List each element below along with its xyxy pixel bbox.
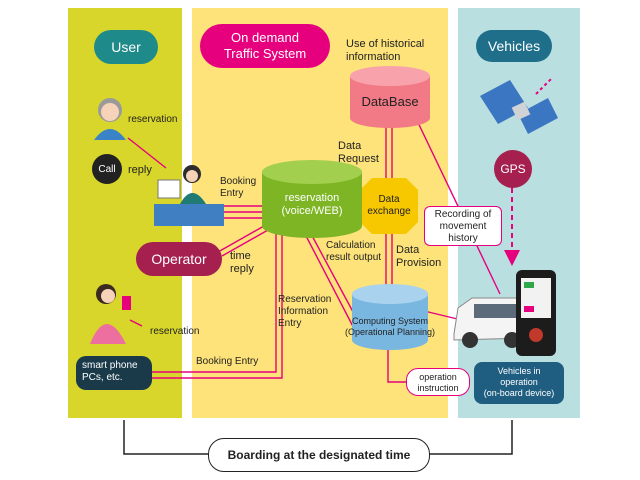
operator-badge: Operator [136, 242, 222, 276]
database-label: DataBase [361, 94, 419, 109]
smartphone-user-icon [86, 282, 136, 344]
elderly-user-icon [92, 96, 128, 140]
computing-label: Computing System(Operational Planning) [344, 316, 436, 337]
system-title-line2: Traffic System [223, 46, 307, 61]
operator-desk-icon [154, 160, 224, 226]
reservation-top-label: reservation [128, 114, 178, 125]
satellite-icon [476, 74, 560, 144]
reservation-mid-label: reservation [150, 326, 200, 337]
system-title: On demand Traffic System [200, 24, 330, 68]
vehicles-title: Vehicles [476, 30, 552, 62]
boarding-box: Boarding at the designated time [208, 438, 430, 472]
reply-label: reply [128, 164, 152, 176]
van-icon [450, 294, 530, 352]
onboard-device-icon [516, 270, 556, 356]
booking-entry-bottom-label: Booking Entry [196, 356, 259, 367]
gps-badge: GPS [494, 150, 532, 188]
reservation-cylinder-label: reservation(voice/WEB) [281, 192, 343, 217]
call-badge: Call [92, 154, 122, 184]
system-title-line1: On demand [231, 30, 299, 45]
user-title: User [94, 30, 158, 64]
